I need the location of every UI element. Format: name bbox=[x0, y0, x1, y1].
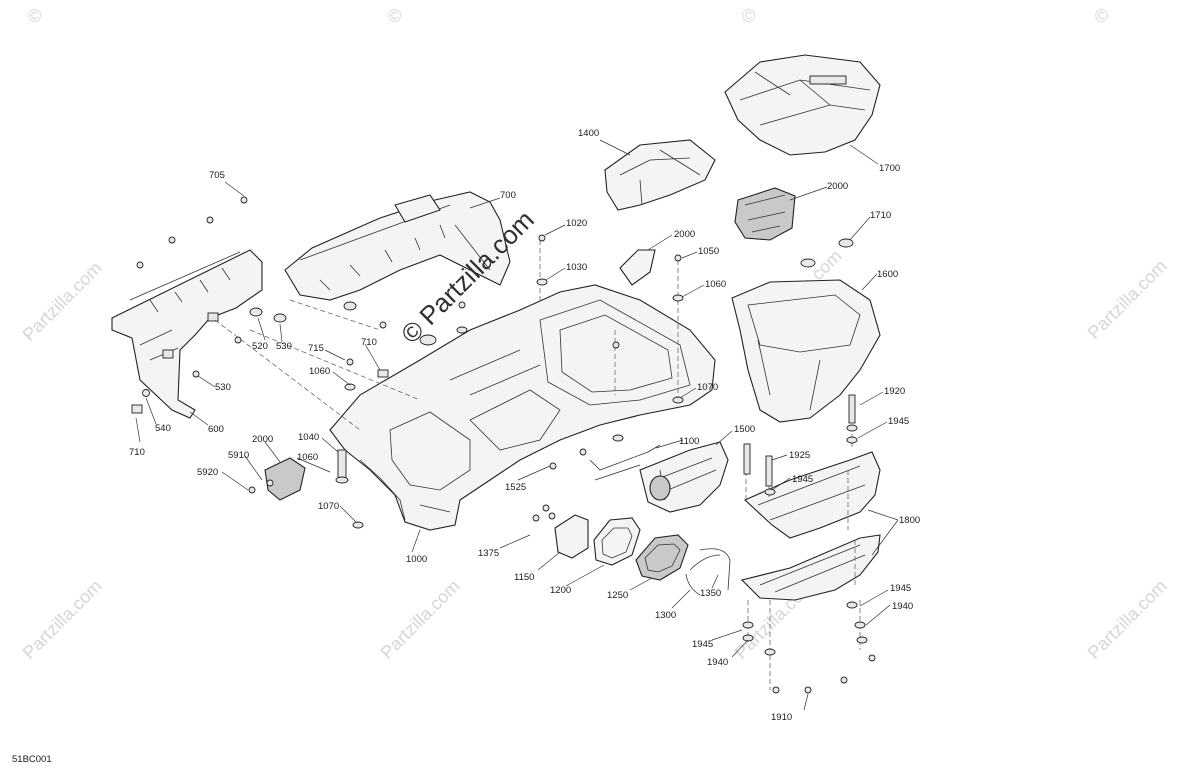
part-700-bracket bbox=[284, 191, 511, 301]
watermark-text: Partzilla.com bbox=[19, 576, 106, 663]
callout-1940: 1940 bbox=[892, 601, 913, 612]
part-1700-lid bbox=[724, 54, 881, 156]
watermark-symbol: © bbox=[388, 6, 401, 26]
part-1400-cover bbox=[604, 139, 716, 211]
callout-2000: 2000 bbox=[252, 434, 273, 445]
callout-1710: 1710 bbox=[870, 210, 891, 221]
callout-1600: 1600 bbox=[877, 269, 898, 280]
callout-1040: 1040 bbox=[298, 432, 319, 443]
part-1250-display bbox=[635, 534, 689, 581]
part-1300-ring bbox=[685, 548, 731, 596]
watermark-text: Partzilla.com bbox=[1084, 256, 1171, 343]
callout-1350: 1350 bbox=[700, 588, 721, 599]
callout-520: 520 bbox=[252, 341, 268, 352]
callout-1070: 1070 bbox=[318, 501, 339, 512]
leader-lines bbox=[135, 139, 899, 711]
part-2000-switch bbox=[264, 457, 306, 501]
watermark-symbol: © bbox=[1095, 6, 1108, 26]
callout-710: 710 bbox=[361, 337, 377, 348]
callout-1940: 1940 bbox=[707, 657, 728, 668]
callout-2000: 2000 bbox=[827, 181, 848, 192]
callout-600: 600 bbox=[208, 424, 224, 435]
callout-530: 530 bbox=[276, 341, 292, 352]
callout-1800: 1800 bbox=[899, 515, 920, 526]
callout-1500: 1500 bbox=[734, 424, 755, 435]
callout-1400: 1400 bbox=[578, 128, 599, 139]
callout-1250: 1250 bbox=[607, 590, 628, 601]
callout-1100: 1100 bbox=[679, 436, 699, 447]
callout-2000: 2000 bbox=[674, 229, 695, 240]
callout-1050: 1050 bbox=[698, 246, 719, 257]
callout-1525: 1525 bbox=[505, 482, 526, 493]
callout-1945: 1945 bbox=[692, 639, 713, 650]
callout-700: 700 bbox=[500, 190, 516, 201]
callout-1060: 1060 bbox=[705, 279, 726, 290]
diagram-code: 51BC001 bbox=[12, 754, 52, 765]
callout-705: 705 bbox=[209, 170, 225, 181]
part-2000-latch-top bbox=[734, 187, 796, 241]
callout-1000: 1000 bbox=[406, 554, 427, 565]
part-1500-housing bbox=[639, 441, 729, 513]
watermark-text: Partzilla.com bbox=[19, 258, 106, 345]
callout-1945: 1945 bbox=[888, 416, 909, 427]
callout-1200: 1200 bbox=[550, 585, 571, 596]
callout-715: 715 bbox=[308, 343, 324, 354]
callout-1060: 1060 bbox=[309, 366, 330, 377]
callout-1060: 1060 bbox=[297, 452, 318, 463]
callout-1925: 1925 bbox=[789, 450, 810, 461]
callout-1945: 1945 bbox=[792, 474, 813, 485]
callout-1150: 1150 bbox=[514, 572, 534, 583]
part-1150-mount bbox=[554, 514, 589, 559]
part-2000-clip bbox=[619, 249, 656, 286]
part-1600-bin bbox=[731, 238, 881, 423]
callout-1945: 1945 bbox=[890, 583, 911, 594]
callout-1030: 1030 bbox=[566, 262, 587, 273]
watermark-text: Partzilla.com bbox=[377, 576, 464, 663]
callout-1070: 1070 bbox=[697, 382, 718, 393]
callout-1300: 1300 bbox=[655, 610, 676, 621]
callout-540: 540 bbox=[155, 423, 171, 434]
callout-1910: 1910 bbox=[771, 712, 792, 723]
callout-1920: 1920 bbox=[884, 386, 905, 397]
part-1800-tray bbox=[740, 451, 881, 601]
watermark-text: Partzilla.com bbox=[1084, 576, 1171, 663]
callout-5920: 5920 bbox=[197, 467, 218, 478]
part-1200-bezel bbox=[593, 517, 641, 566]
callout-710: 710 bbox=[129, 447, 145, 458]
callout-1700: 1700 bbox=[879, 163, 900, 174]
callout-labels: 705 700 1400 1700 2000 1710 1020 2000 10… bbox=[129, 128, 920, 723]
callout-1375: 1375 bbox=[478, 548, 499, 559]
parts-layer bbox=[111, 54, 881, 694]
hardware-items bbox=[136, 196, 876, 694]
part-600-bracket bbox=[111, 249, 263, 419]
callout-530: 530 bbox=[215, 382, 231, 393]
watermark-symbol: © bbox=[28, 6, 41, 26]
callout-1020: 1020 bbox=[566, 218, 587, 229]
callout-5910: 5910 bbox=[228, 450, 249, 461]
watermark-symbol: © bbox=[742, 6, 755, 26]
part-1100-wire bbox=[589, 444, 661, 481]
